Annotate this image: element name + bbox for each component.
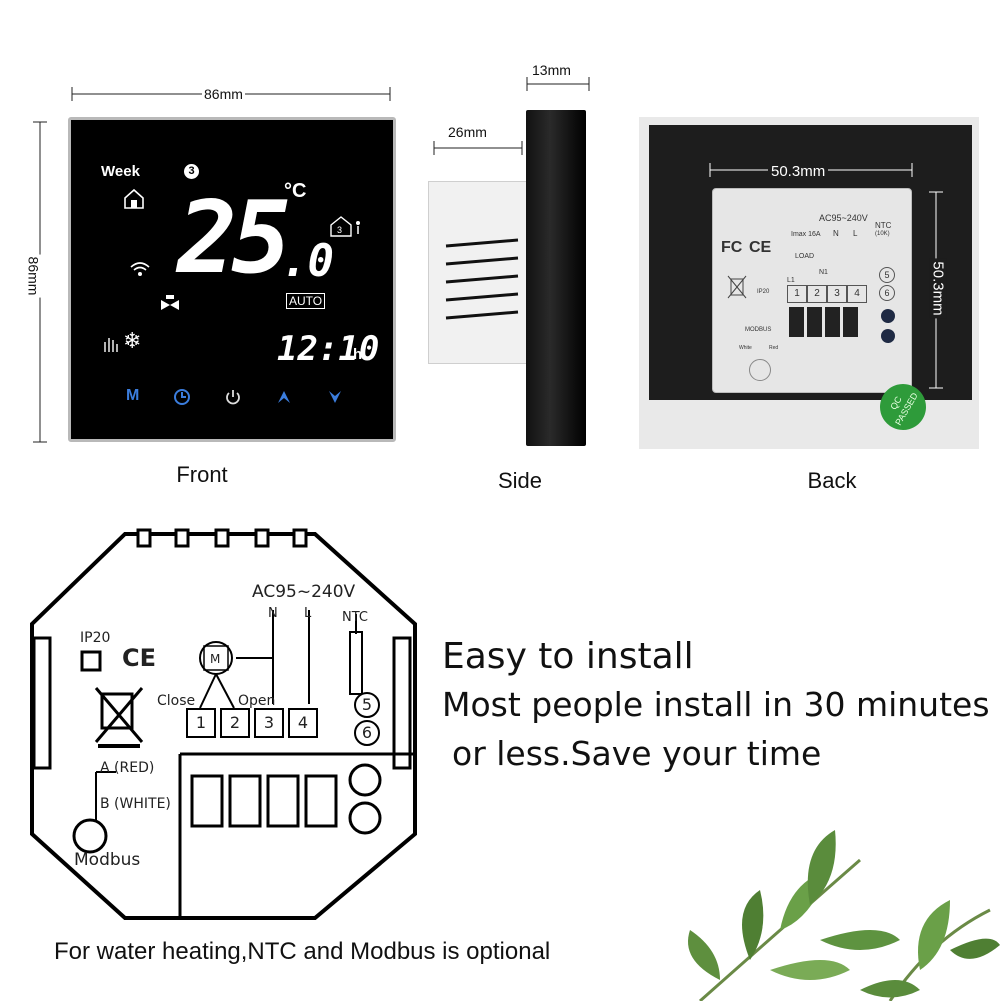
back-ip20: IP20 (757, 289, 770, 295)
back-terminal-6: 6 (879, 285, 895, 301)
wiring-a-red: A (RED) (100, 760, 155, 776)
back-module: FC CE AC95~240V Imax 16A N L NTC (10K) L… (712, 188, 912, 393)
ntc-screw-2 (881, 329, 895, 343)
clock-time: 12:10 (277, 329, 380, 369)
front-width-label: 86mm (202, 86, 245, 102)
front-height-label: 86mm (25, 254, 42, 298)
back-terminal-2: 2 (807, 285, 827, 303)
wiring-ip20: IP20 (80, 630, 111, 646)
svg-text:3: 3 (337, 225, 342, 235)
back-l1: L1 (787, 277, 795, 284)
fcc-mark: FC (721, 239, 743, 256)
weee-bin-icon (727, 275, 747, 299)
back-white: White (739, 345, 752, 351)
back-red: Red (769, 345, 779, 351)
side-depth-dimension-line (433, 141, 523, 155)
front-panel: Week 3 25 .0 °C 3 AUTO (68, 117, 396, 442)
ntc-screw-1 (881, 309, 895, 323)
menu-button[interactable]: M (126, 387, 140, 404)
wiring-terminal-4: 4 (288, 708, 318, 738)
power-button-icon[interactable] (224, 388, 242, 406)
side-thickness-dimension-line (526, 77, 590, 91)
back-width-label: 50.3mm (768, 163, 829, 180)
snowflake-icon: ❄ (123, 328, 142, 353)
footer-note: For water heating,NTC and Modbus is opti… (54, 938, 551, 965)
program-number-badge: 3 (184, 164, 199, 179)
back-terminal-4: 4 (847, 285, 867, 303)
temperature-decimal: .0 (281, 236, 334, 287)
back-ntc-sub: (10K) (875, 231, 890, 237)
wiring-open-label: Open (238, 693, 276, 709)
auto-mode-label: AUTO (286, 293, 326, 309)
wifi-icon (130, 262, 150, 276)
wiring-voltage: AC95~240V (252, 582, 356, 602)
side-vents (445, 238, 519, 320)
wiring-terminal-1: 1 (186, 708, 216, 738)
wiring-n-label: N (268, 606, 278, 621)
back-n1: N1 (819, 269, 828, 276)
back-terminal-1: 1 (787, 285, 807, 303)
back-load: LOAD (795, 253, 815, 260)
away-mode-icon: 3 (330, 216, 360, 237)
back-caption: Back (807, 468, 857, 493)
valve-icon (161, 295, 179, 310)
side-depth-label: 26mm (446, 124, 489, 140)
promo-heading: Easy to install (442, 636, 694, 677)
back-n: N (833, 229, 839, 238)
wiring-terminal-row: 1 2 3 4 (186, 708, 318, 738)
side-caption: Side (497, 468, 543, 493)
temperature-value: 25 (177, 179, 291, 296)
heating-hand-icon (104, 338, 118, 352)
ce-mark: CE (749, 239, 772, 256)
wiring-b-white: B (WHITE) (100, 796, 171, 812)
celsius-unit: °C (284, 180, 307, 202)
modbus-port (749, 359, 771, 381)
wiring-terminal-2: 2 (220, 708, 250, 738)
valve-motor-symbol: M (210, 652, 221, 666)
wiring-close-label: Close (157, 693, 196, 709)
clock-button-icon[interactable] (173, 388, 191, 406)
back-connector-blocks (789, 307, 858, 337)
wiring-modbus-label: Modbus (74, 850, 141, 870)
wiring-terminal-5: 5 (354, 692, 380, 718)
wiring-terminal-3: 3 (254, 708, 284, 738)
back-terminal-row: 1 2 3 4 (787, 285, 867, 303)
wiring-l-label: L (304, 606, 312, 621)
front-caption: Front (176, 462, 228, 487)
time-unit: h (353, 346, 363, 363)
wiring-terminal-6: 6 (354, 720, 380, 746)
promo-line-2: or less.Save your time (452, 734, 822, 773)
home-icon (124, 188, 144, 209)
side-thickness-label: 13mm (530, 62, 573, 78)
back-modbus: MODBUS (745, 327, 772, 333)
decorative-leaves (688, 830, 1000, 1001)
back-l: L (853, 229, 858, 238)
wiring-ntc-label: NTC (342, 610, 368, 625)
down-arrow-button-icon[interactable] (327, 389, 343, 405)
back-imax: Imax 16A (791, 231, 821, 238)
back-ntc: NTC (875, 221, 892, 230)
back-voltage: AC95~240V (819, 213, 868, 223)
back-terminal-3: 3 (827, 285, 847, 303)
week-label: Week (101, 163, 140, 180)
back-terminal-5: 5 (879, 267, 895, 283)
wiring-outline (30, 528, 417, 920)
up-arrow-button-icon[interactable] (276, 389, 292, 405)
wiring-ce-mark: CE (122, 644, 157, 672)
back-height-label: 50.3mm (929, 258, 947, 319)
side-glass-face (526, 110, 586, 446)
promo-line-1: Most people install in 30 minutes (442, 685, 990, 724)
